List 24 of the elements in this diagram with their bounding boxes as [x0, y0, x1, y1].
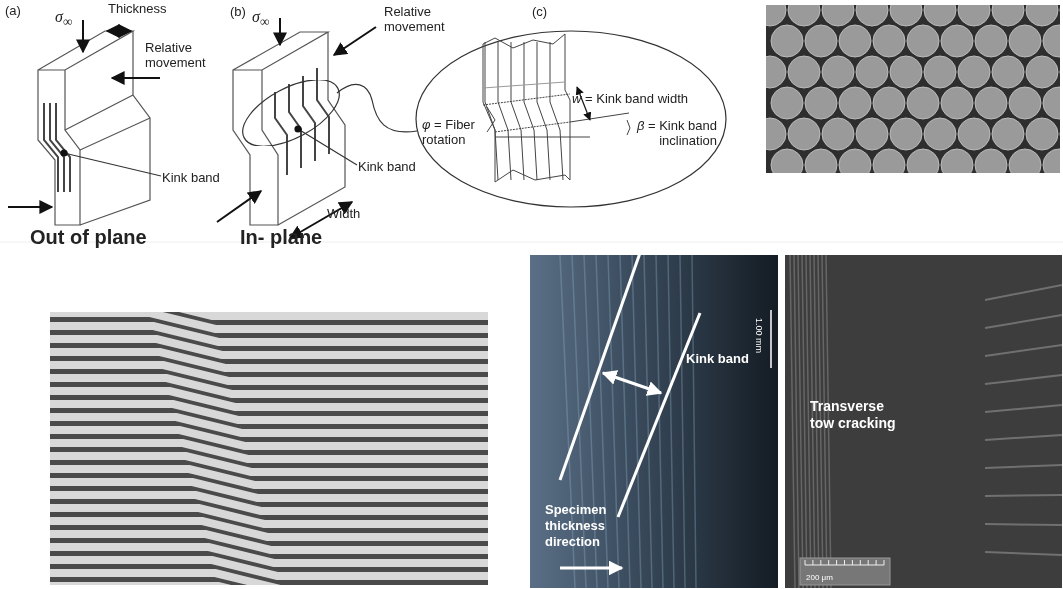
connector-line [336, 83, 418, 133]
panel-title: Out of plane [30, 226, 147, 248]
dimension-label: Thickness [108, 1, 167, 16]
leader-text: Kink band [358, 159, 416, 174]
panel-label: (c) [532, 4, 548, 19]
leader-line [60, 149, 162, 177]
panel-label: (a) [5, 3, 21, 18]
annotation-text: Relative movement [145, 40, 207, 70]
annotation-text: φ = Fiber rotation [422, 117, 476, 147]
leader-text: Kink band [162, 170, 220, 185]
annotation-text: Kink band [686, 351, 749, 366]
scale-bar-label: 200 μm [806, 573, 833, 582]
dimension-label: Width [327, 206, 361, 221]
scale-bar-label: 1.00 mm [754, 318, 764, 353]
annotation-text: Transverse tow cracking [810, 398, 897, 432]
annotation-text: w = Kink band width [572, 91, 688, 106]
panel-label: (b) [230, 4, 246, 19]
stress-symbol: σ$_{∞}$ [252, 9, 270, 30]
annotation-text: Relative movement [384, 4, 446, 34]
stress-symbol: σ$_{∞}$ [55, 9, 73, 30]
leader-line [294, 125, 358, 166]
annotation-text: Specimen thickness direction [545, 502, 608, 550]
detail-ellipse [415, 30, 727, 208]
annotation-text: β = Kink band inclination [635, 118, 717, 148]
